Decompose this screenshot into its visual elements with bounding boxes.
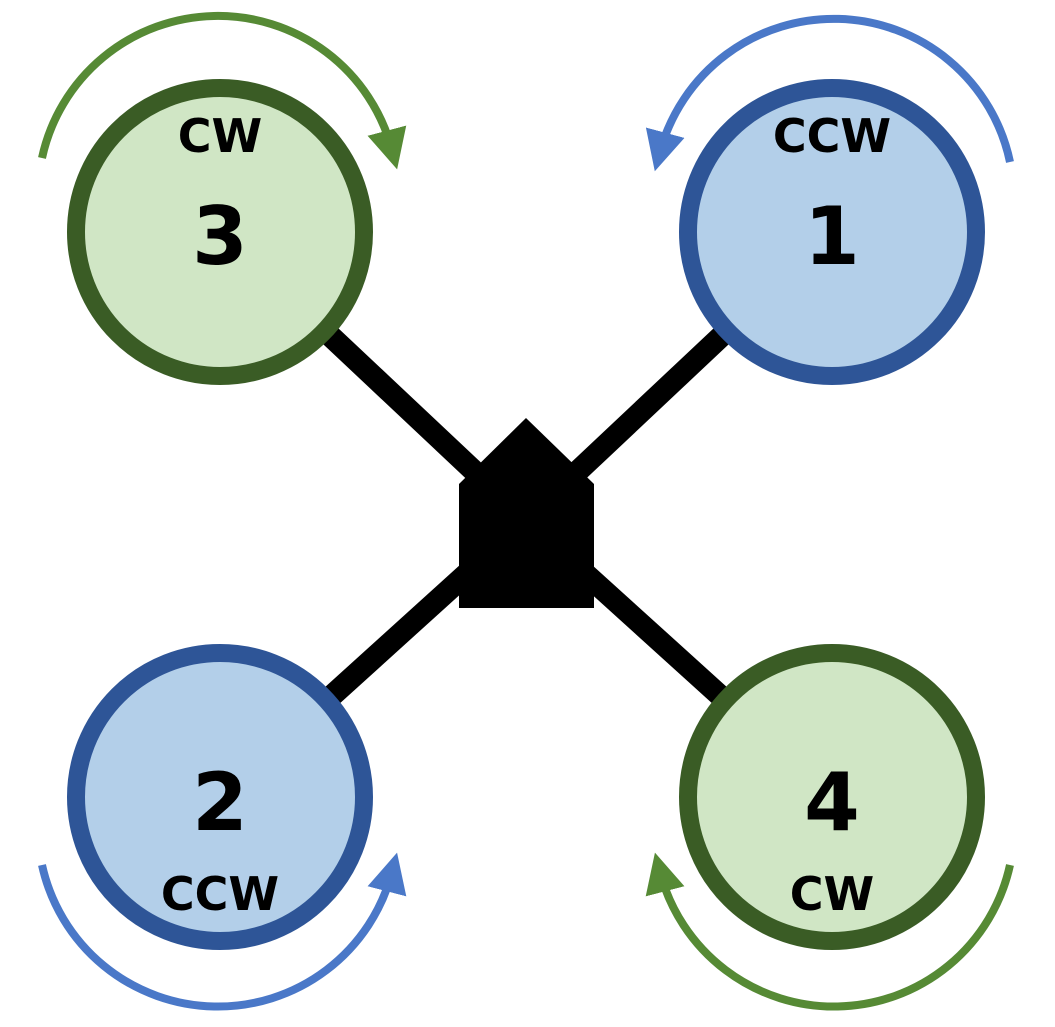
motor-direction-label: CCW: [161, 867, 279, 921]
motor-circle: [679, 644, 985, 950]
motor-circle: [679, 79, 985, 385]
motor-2: 2 CCW: [38, 644, 407, 1011]
motor-circle: [67, 644, 373, 950]
rotation-arrow-ccw: [645, 14, 1014, 172]
center-body: [459, 418, 594, 608]
rotation-arrow-cw: [645, 852, 1014, 1011]
motor-3: CW 3: [38, 11, 407, 385]
motor-number-label: 3: [192, 190, 248, 283]
motor-circle: [67, 79, 373, 385]
motor-number-label: 1: [804, 190, 860, 283]
motor-number-label: 4: [804, 756, 860, 849]
motor-direction-label: CCW: [773, 109, 891, 163]
rotation-arrow-ccw: [38, 852, 407, 1011]
motor-direction-label: CW: [178, 109, 263, 163]
motor-1: CCW 1: [645, 14, 1014, 385]
rotation-arrow-cw: [38, 11, 407, 170]
motor-direction-label: CW: [790, 867, 875, 921]
motor-number-label: 2: [192, 756, 248, 849]
motor-4: 4 CW: [645, 644, 1014, 1011]
